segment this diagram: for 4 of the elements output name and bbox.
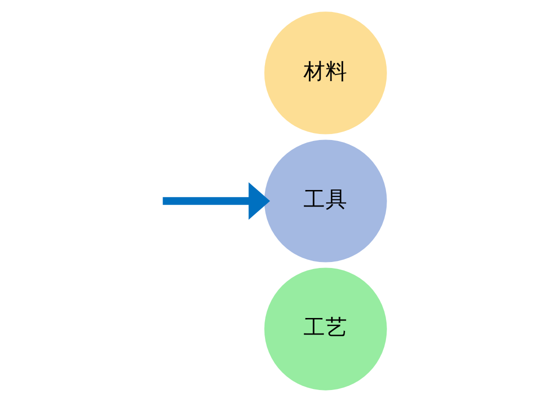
arrow [162, 182, 270, 220]
node-circle: 材料 [264, 12, 387, 134]
node-circle: 工艺 [264, 268, 387, 390]
node-circle: 工具 [264, 140, 387, 262]
